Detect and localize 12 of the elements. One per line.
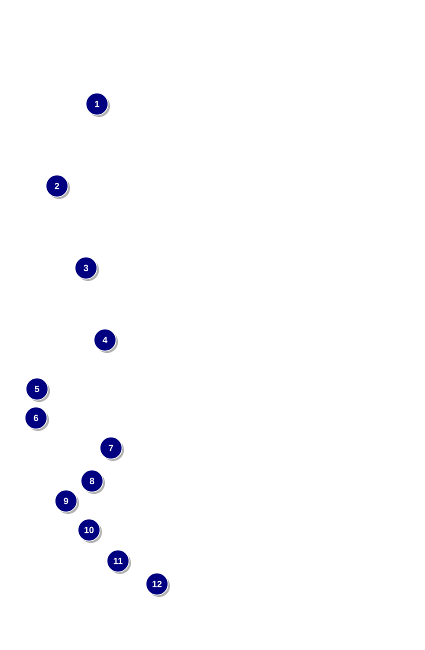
- callout-number: 8: [80, 470, 105, 494]
- callout-number: 2: [46, 174, 70, 199]
- callout-number: 3: [74, 256, 99, 281]
- callout-number: 12: [146, 572, 170, 597]
- callout-number: 7: [100, 436, 124, 461]
- callout-number: 5: [26, 378, 50, 402]
- callout-number: 1: [86, 92, 110, 117]
- callout-number: 11: [106, 550, 131, 574]
- callout-number: 6: [24, 406, 49, 431]
- callout-number: 10: [78, 518, 102, 543]
- callout-number: 4: [94, 328, 118, 353]
- callout-number: 9: [54, 490, 79, 514]
